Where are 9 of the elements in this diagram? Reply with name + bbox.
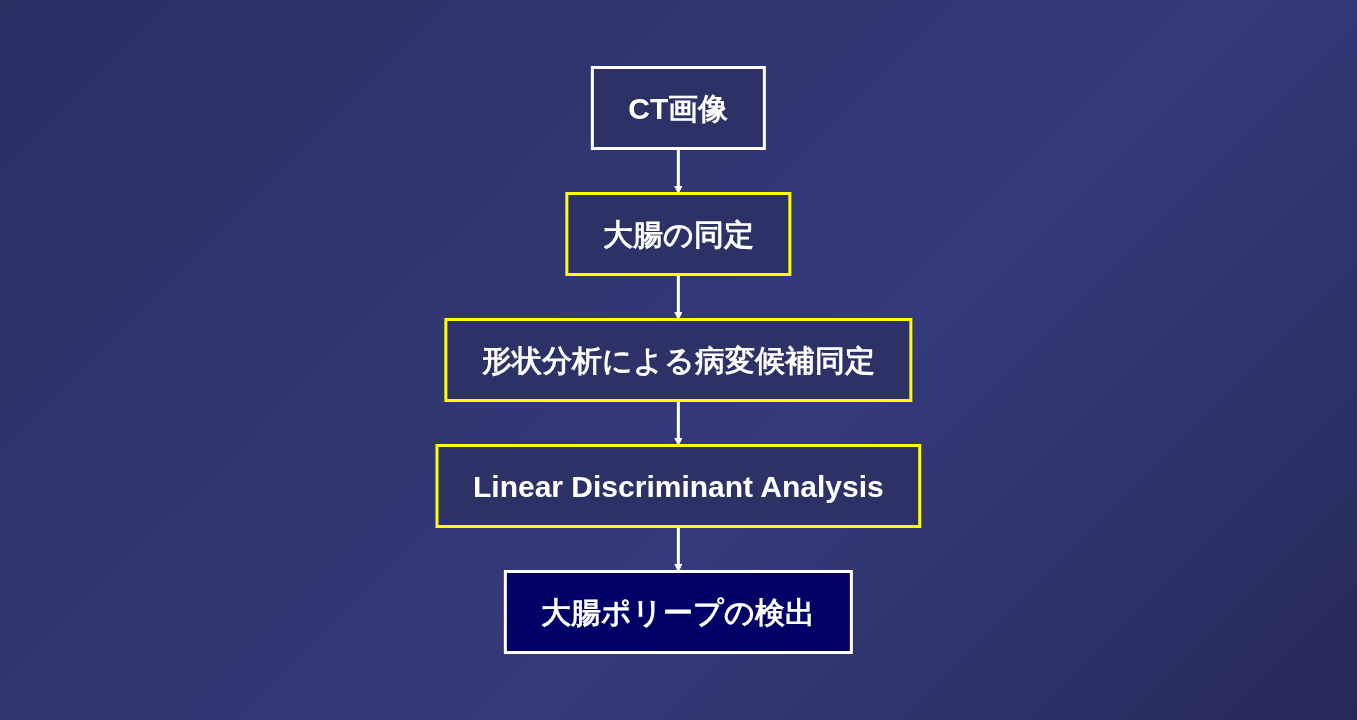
arrow [674,526,683,572]
node-box: 大腸ポリープの検出 [504,570,853,654]
arrow [674,274,683,320]
node-box: Linear Discriminant Analysis [435,444,922,528]
node-box: 大腸の同定 [565,192,792,276]
arrow [674,148,683,194]
node-box: 形状分析による病変候補同定 [444,318,913,402]
arrow [674,400,683,446]
node-box: CT画像 [591,66,766,150]
